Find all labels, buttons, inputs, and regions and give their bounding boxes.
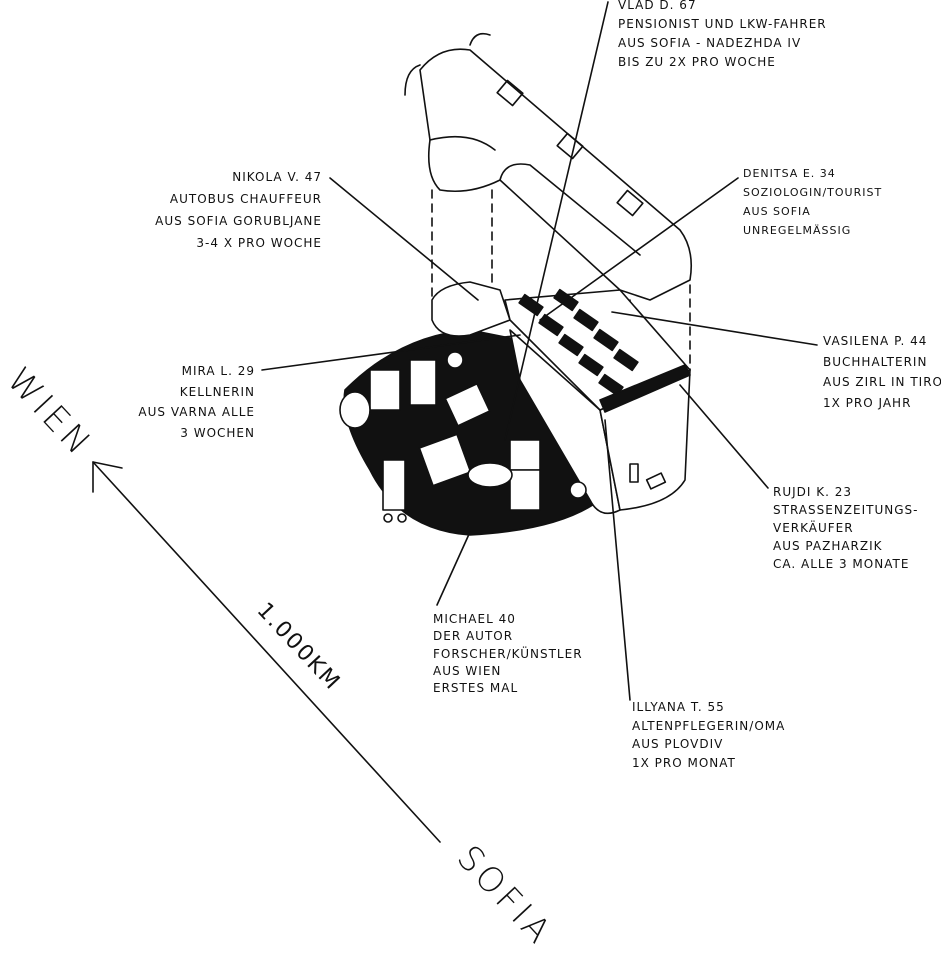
occupation: BUCHHALTERIN bbox=[823, 354, 928, 369]
leader-nikola bbox=[329, 177, 479, 301]
occupation: KELLNERIN bbox=[179, 384, 255, 399]
frequency: BIS ZU 2x PRO WOCHE bbox=[618, 55, 776, 69]
origin: AUS SOFIA GORUBLJANE bbox=[155, 214, 322, 228]
frequency: ERSTES MAL bbox=[433, 681, 519, 696]
luggage bbox=[339, 351, 587, 523]
origin: AUS WIEN bbox=[433, 663, 502, 678]
origin: AUS ZIRL IN TIROL bbox=[823, 375, 941, 389]
name: MIRA L. 29 bbox=[181, 364, 255, 378]
passenger-mira: MIRA L. 29 KELLNERIN AUS VARNA ALLE 3 WO… bbox=[138, 361, 255, 443]
leader-illyana bbox=[604, 419, 631, 701]
leader-vlad bbox=[504, 1, 609, 441]
route-arrow bbox=[92, 461, 441, 843]
occupation-cont: VERKÄUFER bbox=[773, 521, 854, 535]
name: DENITSA E. 34 bbox=[743, 167, 836, 180]
origin: AUS SOFIA - NADEZHDA IV bbox=[618, 36, 802, 50]
bus-roof bbox=[404, 32, 693, 301]
passenger-vasilena: VASILENA P. 44 BUCHHALTERIN AUS ZIRL IN … bbox=[823, 331, 941, 413]
occupation: PENSIONIST UND LKW-FAHRER bbox=[618, 17, 827, 31]
bus-seats bbox=[518, 288, 691, 413]
frequency: 3 WOCHEN bbox=[180, 425, 255, 440]
passenger-rujdi: RUJDI K. 23 STRASSENZEITUNGS- VERKÄUFER … bbox=[773, 483, 918, 573]
name: NIKOLA V. 47 bbox=[232, 170, 322, 184]
frequency: CA. ALLE 3 MONATE bbox=[773, 557, 910, 571]
frequency: 3-4 x PRO WOCHE bbox=[196, 236, 322, 250]
occupation: AUTOBUS CHAUFFEUR bbox=[169, 192, 322, 206]
frequency: 1x PRO MONAT bbox=[632, 755, 736, 770]
origin: AUS VARNA ALLE bbox=[138, 405, 255, 419]
occupation: SOZIOLOGIN/TOURIST bbox=[743, 186, 883, 199]
occupation: FORSCHER/KÜNSTLER bbox=[433, 646, 583, 661]
name: ILLYANA T. 55 bbox=[632, 700, 725, 714]
leader-rujdi bbox=[679, 384, 769, 489]
passenger-denitsa: DENITSA E. 34 SOZIOLOGIN/TOURIST AUS SOF… bbox=[743, 164, 882, 240]
occupation: STRASSENZEITUNGS- bbox=[773, 503, 919, 517]
name: VASILENA P. 44 bbox=[823, 334, 928, 348]
leader-lines bbox=[261, 1, 818, 701]
role: DER AUTOR bbox=[433, 629, 514, 644]
origin: AUS PLOVDIV bbox=[632, 737, 724, 751]
bus-front bbox=[431, 281, 511, 337]
leader-denitsa bbox=[539, 177, 739, 321]
arrowhead-icon bbox=[92, 461, 123, 493]
leader-mira bbox=[261, 334, 521, 371]
frequency: UNREGELMÄSSIG bbox=[743, 224, 852, 237]
name: MICHAEL 40 bbox=[433, 612, 516, 626]
name: VLAD D. 67 bbox=[618, 0, 697, 12]
origin: AUS SOFIA bbox=[743, 205, 811, 218]
leader-michael bbox=[436, 531, 471, 606]
passenger-nikola: NIKOLA V. 47 AUTOBUS CHAUFFEUR AUS SOFIA… bbox=[155, 166, 322, 254]
passenger-vlad: VLAD D. 67 PENSIONIST UND LKW-FAHRER AUS… bbox=[618, 0, 827, 72]
name: RUJDI K. 23 bbox=[773, 485, 853, 499]
passenger-illyana: ILLYANA T. 55 ALTENPFLEGERIN/OMA AUS PLO… bbox=[632, 698, 785, 772]
origin: AUS PAZHARZIK bbox=[773, 539, 883, 553]
leader-vasilena bbox=[611, 311, 818, 346]
occupation: ALTENPFLEGERIN/OMA bbox=[632, 718, 786, 733]
frequency: 1x PRO JAHR bbox=[823, 395, 912, 410]
passenger-michael: MICHAEL 40 DER AUTOR FORSCHER/KÜNSTLER A… bbox=[433, 611, 583, 697]
